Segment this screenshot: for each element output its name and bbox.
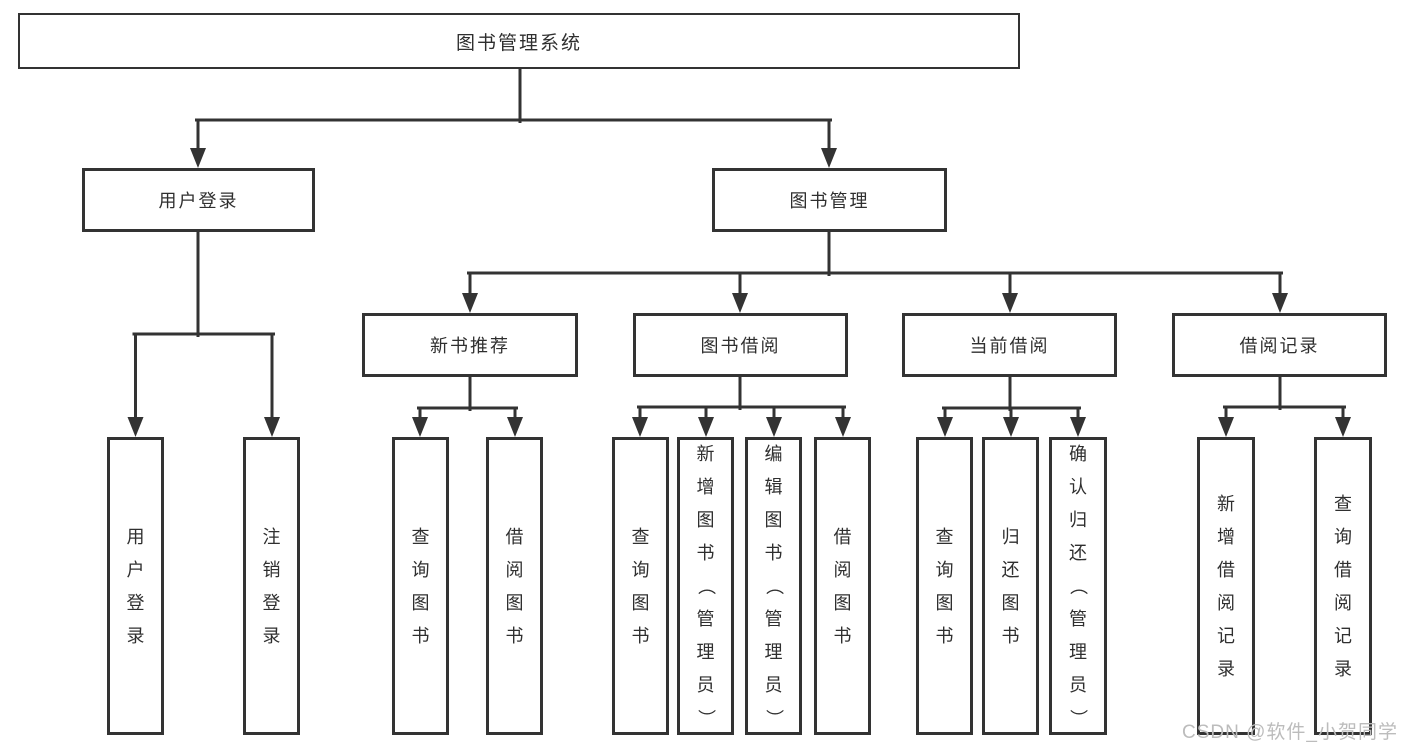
leaf-label: 借阅图书: [505, 526, 524, 646]
csdn-watermark: CSDN @软件_小贺同学: [1182, 722, 1398, 743]
node-leaf-records-add-borrow-record: 新增借阅记录: [1197, 437, 1255, 735]
node-leaf-recommend-query-books: 查询图书: [392, 437, 449, 735]
leaf-label: 编辑图书（管理员）: [763, 444, 784, 727]
leaf-label: 查询借阅记录: [1334, 493, 1352, 679]
leaf-label: 新增借阅记录: [1217, 493, 1235, 679]
leaf-label: 归还图书: [1001, 526, 1020, 646]
leaf-label: 新增图书（管理员）: [695, 444, 716, 727]
node-new-book-recommendation: 新书推荐: [362, 313, 578, 377]
node-leaf-current-return-books: 归还图书: [982, 437, 1039, 735]
leaf-label: 确认归还（管理员）: [1068, 444, 1088, 727]
node-leaf-current-query-books: 查询图书: [916, 437, 973, 735]
leaf-label: 用户登录: [126, 526, 145, 646]
node-leaf-user-login: 用户登录: [107, 437, 164, 735]
node-leaf-borrowing-borrow-books: 借阅图书: [814, 437, 871, 735]
leaf-label: 注销登录: [262, 526, 281, 646]
leaf-label: 借阅图书: [833, 526, 852, 646]
leaf-label: 查询图书: [935, 526, 954, 646]
node-leaf-borrowing-query-books: 查询图书: [612, 437, 669, 735]
node-user-login-branch: 用户登录: [82, 168, 315, 232]
node-leaf-borrowing-add-books-admin: 新增图书（管理员）: [677, 437, 734, 735]
node-borrowing-records: 借阅记录: [1172, 313, 1387, 377]
node-leaf-records-query-borrow-record: 查询借阅记录: [1314, 437, 1372, 735]
node-leaf-recommend-borrow-books: 借阅图书: [486, 437, 543, 735]
node-book-management-branch: 图书管理: [712, 168, 947, 232]
node-leaf-current-confirm-return-admin: 确认归还（管理员）: [1049, 437, 1107, 735]
node-book-borrowing: 图书借阅: [633, 313, 848, 377]
node-leaf-borrowing-edit-books-admin: 编辑图书（管理员）: [745, 437, 802, 735]
leaf-label: 查询图书: [411, 526, 430, 646]
leaf-label: 查询图书: [631, 526, 650, 646]
node-current-borrowing: 当前借阅: [902, 313, 1117, 377]
node-leaf-logout: 注销登录: [243, 437, 300, 735]
node-library-management-system: 图书管理系统: [18, 13, 1020, 69]
